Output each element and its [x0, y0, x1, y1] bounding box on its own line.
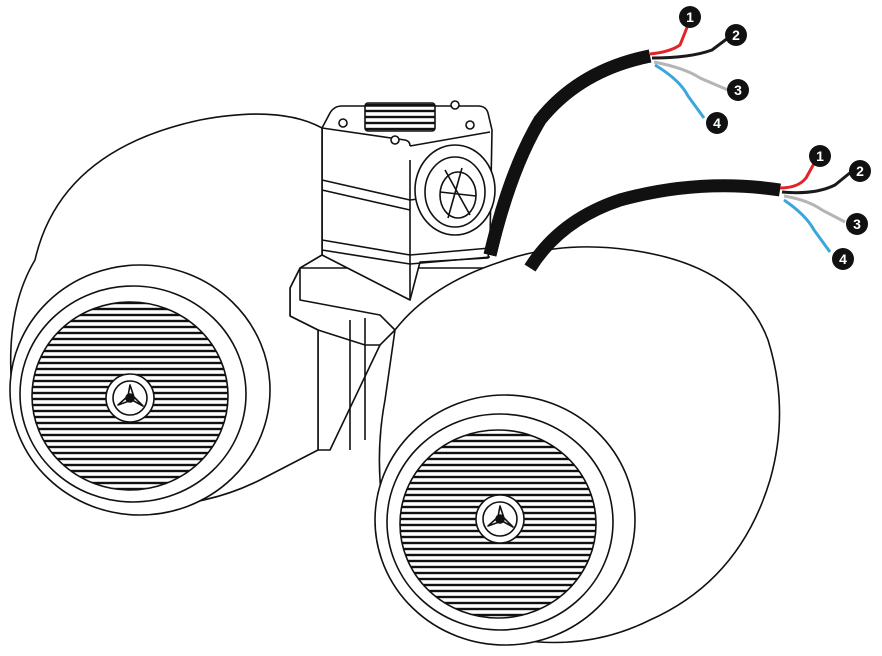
lw-gray-wire: [783, 194, 846, 224]
svg-text:4: 4: [713, 115, 721, 131]
upper-callout-2: 2: [725, 24, 747, 46]
upper-callout-3: 3: [727, 79, 749, 101]
upper-wires: [649, 24, 729, 119]
lower-cable: [524, 159, 852, 272]
lower-callout-1: 1: [809, 145, 831, 167]
lower-callout-3: 3: [846, 213, 868, 235]
lower-callout-4: 4: [832, 248, 854, 270]
upper-callout-4: 4: [706, 112, 728, 134]
svg-text:1: 1: [686, 9, 694, 25]
left-speaker: [9, 113, 323, 516]
svg-text:2: 2: [856, 163, 864, 179]
lw-black-wire: [781, 170, 852, 195]
lw-red-wire: [779, 159, 818, 190]
uw-black-wire: [651, 36, 729, 60]
lw-blue-wire: [783, 198, 832, 253]
upper-callout-1: 1: [679, 6, 701, 28]
lower-callout-2: 2: [849, 160, 871, 182]
tweeter-grill: [338, 100, 475, 145]
svg-text:4: 4: [839, 251, 847, 267]
lower-wires: [779, 159, 852, 253]
svg-text:3: 3: [853, 216, 861, 232]
svg-text:2: 2: [732, 27, 740, 43]
uw-gray-wire: [653, 60, 729, 92]
right-speaker: [374, 246, 781, 646]
upper-callouts: 1 2 3 4: [679, 6, 749, 134]
svg-text:3: 3: [734, 82, 742, 98]
uw-red-wire: [649, 24, 690, 56]
lower-callouts: 1 2 3 4: [809, 145, 871, 270]
uw-blue-wire: [654, 63, 706, 119]
upper-cable: [483, 24, 729, 257]
svg-text:1: 1: [816, 148, 824, 164]
swivel-knob: [414, 144, 496, 236]
